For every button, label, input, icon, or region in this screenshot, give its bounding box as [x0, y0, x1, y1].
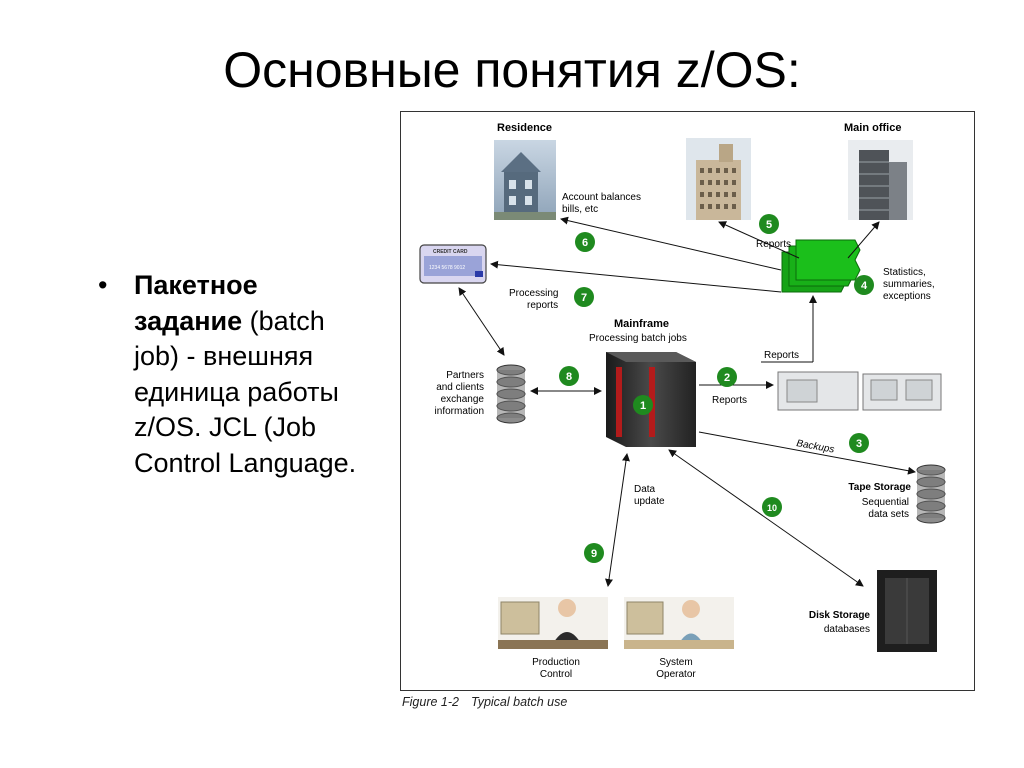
system-operator-label-1: System [659, 657, 692, 668]
office-building-image [686, 138, 751, 220]
statistics-label-2: summaries, [883, 279, 935, 290]
arrow-main-office [847, 221, 880, 259]
slide-title: Основные понятия z/OS: [223, 42, 801, 98]
arrow-processing-reports [490, 260, 782, 293]
disk-storage-image [877, 570, 937, 652]
partners-label-3: exchange [441, 394, 485, 405]
arrow-backups [698, 431, 916, 475]
processing-batch-jobs-label: Processing batch jobs [589, 333, 687, 344]
data-update-label-1: Data [634, 484, 656, 495]
arrow-reports-office [718, 221, 800, 259]
arrow-card-partners [458, 287, 505, 356]
databases-label: databases [824, 624, 870, 635]
system-operator-label-2: Operator [656, 669, 696, 680]
step-2-marker [717, 367, 737, 387]
statistics-label-3: exceptions [883, 291, 931, 302]
data-update-label-2: update [634, 496, 665, 507]
step-1-marker [633, 395, 653, 415]
step-4-marker [854, 275, 874, 295]
arrow-data-update [605, 453, 630, 587]
processing-reports-label-2: reports [527, 300, 558, 311]
partners-label-1: Partners [446, 370, 484, 381]
step-7-number: 7 [581, 292, 587, 304]
step-5-marker [759, 214, 779, 234]
account-balances-label-2: bills, etc [562, 204, 598, 215]
statistics-label-1: Statistics, [883, 267, 926, 278]
step-markers: 1 2 3 4 5 6 7 8 9 10 [559, 214, 874, 563]
step-9-marker [584, 543, 604, 563]
step-2-number: 2 [724, 372, 730, 384]
figure-caption-text: Typical batch use [470, 695, 568, 709]
step-1-number: 1 [640, 400, 646, 412]
step-7-marker [574, 287, 594, 307]
step-6-number: 6 [582, 237, 588, 249]
partners-label-2: and clients [436, 382, 484, 393]
reports-right-label: Reports [764, 350, 799, 361]
main-office-label: Main office [844, 122, 901, 134]
step-4-number: 4 [861, 280, 868, 292]
tape-storage-label: Tape Storage [848, 482, 911, 493]
production-control-label-1: Production [532, 657, 580, 668]
printers-image [777, 371, 942, 411]
reports-mid-label: Reports [712, 395, 747, 406]
step-3-marker [849, 433, 869, 453]
credit-card-image: CREDIT CARD 1234 5678 9012 [419, 244, 487, 284]
step-8-number: 8 [566, 371, 572, 383]
step-10-number: 10 [767, 503, 777, 513]
main-office-image [848, 140, 913, 220]
printed-reports-image [781, 239, 861, 293]
partners-label-4: information [435, 406, 484, 417]
credit-card-number: 1234 5678 9012 [429, 265, 465, 271]
sequential-label-2: data sets [868, 509, 909, 520]
reports-top-label: Reports [756, 239, 791, 250]
processing-reports-label-1: Processing [509, 288, 558, 299]
account-balances-label-1: Account balances [562, 192, 641, 203]
figure-caption-number: Figure 1-2 [402, 695, 459, 709]
residence-label: Residence [497, 122, 552, 134]
bullet-bold-term: Пакетное задание [134, 270, 258, 336]
tape-storage-image [916, 464, 946, 524]
figure-caption: Figure 1-2 Typical batch use [402, 695, 579, 709]
bullet-description: (batch job) - внешняя единица работы z/O… [134, 305, 357, 478]
step-6-marker [575, 232, 595, 252]
step-5-number: 5 [766, 219, 772, 231]
batch-use-diagram: Residence Main office CREDIT CARD 1234 5… [400, 111, 975, 691]
step-3-number: 3 [856, 438, 862, 450]
step-10-marker [762, 497, 782, 517]
bullet-dot: • [98, 270, 108, 300]
residence-house-image [494, 140, 556, 220]
step-9-number: 9 [591, 548, 597, 560]
sequential-label-1: Sequential [862, 497, 909, 508]
arrow-disk-storage [668, 449, 864, 587]
system-operator-person-image [624, 597, 734, 649]
production-control-label-2: Control [540, 669, 572, 680]
step-8-marker [559, 366, 579, 386]
bullet-text: Пакетное задание (batch job) - внешняя е… [134, 268, 364, 481]
production-control-person-image [498, 597, 608, 649]
backups-label: Backups [795, 438, 835, 455]
partners-disk-stack-image [496, 364, 526, 424]
arrow-account-balances [560, 216, 782, 271]
credit-card-title: CREDIT CARD [433, 249, 468, 255]
mainframe-label: Mainframe [614, 318, 669, 330]
disk-storage-label: Disk Storage [809, 610, 871, 621]
